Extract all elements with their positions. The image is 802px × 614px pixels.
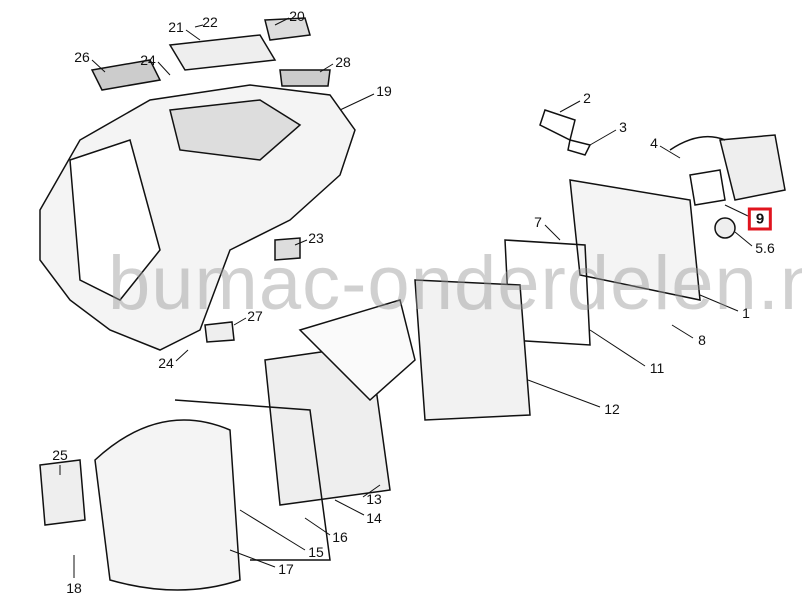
- callout-3: 3: [619, 119, 627, 135]
- part-cover: [168, 34, 277, 71]
- callout-9-highlighted: 9: [747, 207, 773, 231]
- callout-21: 21: [168, 19, 184, 35]
- watermark: bumac-onderdelen.nl: [108, 241, 802, 326]
- callout-26: 26: [74, 49, 90, 65]
- callout-14: 14: [366, 510, 382, 526]
- callout-25: 25: [52, 447, 68, 463]
- callout-7: 7: [534, 214, 542, 230]
- callout-27: 27: [247, 308, 263, 324]
- callout-19: 19: [376, 83, 392, 99]
- callout-4: 4: [650, 135, 658, 151]
- callout-24: 24: [158, 355, 174, 371]
- callout-20: 20: [289, 8, 305, 24]
- callout-18: 18: [66, 580, 82, 596]
- callout-28: 28: [335, 54, 351, 70]
- callout-23: 23: [308, 230, 324, 246]
- callout-15: 15: [308, 544, 324, 560]
- callout-8: 8: [698, 332, 706, 348]
- callout-16: 16: [332, 529, 348, 545]
- callout-24: 24: [140, 52, 156, 68]
- callout-5-6: 5.6: [755, 240, 775, 256]
- callout-17: 17: [278, 561, 294, 577]
- callout-2: 2: [583, 90, 591, 106]
- callout-12: 12: [604, 401, 620, 417]
- callout-13: 13: [366, 491, 382, 507]
- part-carburetor: [719, 134, 786, 201]
- callout-11: 11: [649, 360, 665, 376]
- part-filter-cover: [94, 419, 241, 591]
- part-air-filter: [414, 279, 531, 421]
- callout-22: 22: [202, 14, 218, 30]
- callout-1: 1: [742, 305, 750, 321]
